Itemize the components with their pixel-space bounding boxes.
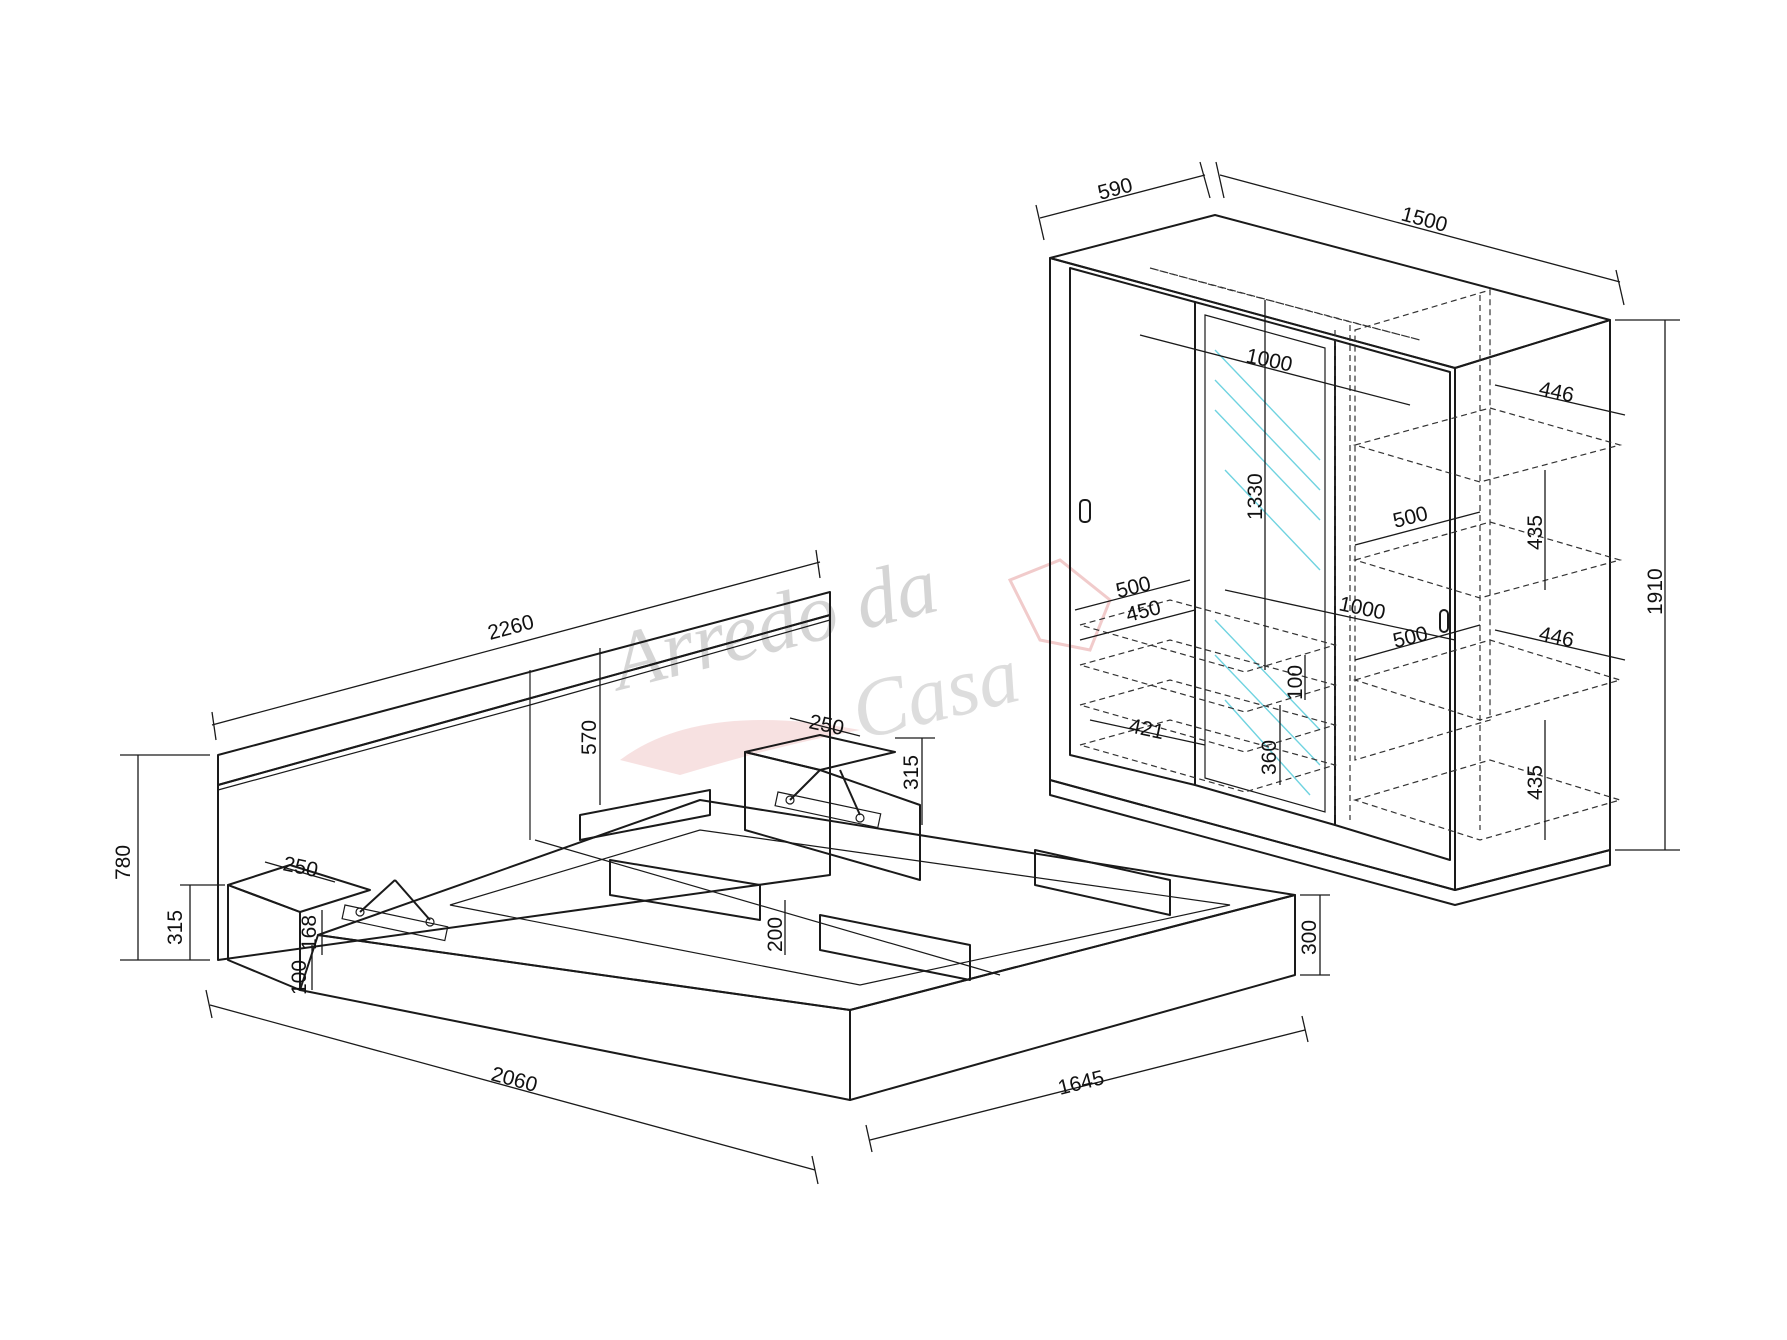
dim-label-168: 168: [298, 915, 321, 950]
dim-label-360: 360: [1258, 740, 1281, 775]
dim-label-200: 200: [764, 917, 787, 952]
dim-label-250-left: 250: [281, 852, 320, 882]
dim-label-1500: 1500: [1399, 203, 1450, 237]
dim-label-315-right: 315: [900, 755, 923, 790]
dim-label-100-wardrobe: 100: [1284, 665, 1307, 700]
dim-drawer-height: 168: [298, 910, 323, 955]
bed-base-side: [849, 894, 1296, 1101]
mirror-reflection: [1214, 349, 1321, 796]
dim-wardrobe-depth: 590: [1035, 161, 1211, 241]
dim-drawer-height-wardrobe: 100: [1284, 655, 1307, 700]
dim-base-length: 2060: [205, 989, 819, 1185]
dim-shelf-width-lower-right: 500: [1354, 622, 1481, 661]
dim-wardrobe-width: 1500: [1215, 161, 1625, 306]
right-nightstand-front: [744, 751, 921, 881]
watermark: Arredo da Casa: [597, 539, 1112, 775]
dim-wardrobe-height: 1910: [1615, 319, 1680, 851]
dim-slat-height: 200: [764, 900, 787, 955]
headboard-back-panel: [217, 614, 831, 961]
dim-drawer-gap: 100: [288, 945, 313, 995]
bed-base-top: [317, 799, 1296, 1011]
bed-slat-3: [1034, 849, 1171, 916]
bed-slat-4: [579, 789, 711, 841]
bed-slat-2: [819, 914, 971, 981]
dim-shelf-spacing-upper: 435: [1524, 470, 1547, 590]
dim-label-1910: 1910: [1644, 568, 1667, 615]
dim-label-100-bed: 100: [288, 960, 311, 995]
bed-center-rail: [534, 839, 1001, 976]
dim-base-width: 1645: [865, 1015, 1309, 1153]
wardrobe-mirror-frame: [1204, 314, 1326, 813]
dim-drawer-block-height: 360: [1258, 705, 1281, 785]
dim-label-500-right: 500: [1391, 502, 1431, 533]
headboard-groove-line-2: [529, 619, 831, 706]
dim-shelf-depth-mid: 446: [1494, 622, 1626, 661]
dim-label-780: 780: [112, 845, 135, 880]
dim-label-421: 421: [1127, 714, 1166, 744]
dim-label-315-left: 315: [164, 910, 187, 945]
dim-label-1000-rail: 1000: [1244, 344, 1294, 376]
dim-right-nightstand-height: 315: [895, 737, 935, 825]
watermark-text-line2: Casa: [842, 628, 1028, 757]
bed-base-front: [299, 934, 851, 1101]
lift-mechanism-right: [774, 769, 882, 829]
bed-slat-1: [609, 859, 761, 921]
dim-headboard-panel-height: 570: [578, 648, 601, 805]
lift-mechanism-left: [341, 879, 449, 942]
wardrobe-plinth: [1049, 779, 1611, 906]
dim-total-height: 780: [112, 754, 210, 961]
dim-label-1000-inner: 1000: [1337, 592, 1387, 624]
dim-left-nightstand-height: 315: [164, 884, 225, 960]
bed-inner-frame: [449, 829, 1231, 986]
dim-shelf-depth-top: 446: [1494, 377, 1626, 416]
dim-shelf-width-right: 500: [1354, 502, 1481, 546]
watermark-house-icon: [1007, 558, 1112, 652]
dim-label-300: 300: [1298, 920, 1321, 955]
dim-label-570: 570: [578, 720, 601, 755]
dim-label-1330: 1330: [1244, 473, 1267, 520]
right-door-handle-icon: [1439, 609, 1449, 633]
wardrobe-interior-dashed: [1077, 267, 1623, 841]
bed-drawing: 2260 780 315 250 168 100 570: [112, 549, 1330, 1185]
dim-label-446-top: 446: [1537, 377, 1576, 407]
watermark-swoosh: [620, 720, 860, 775]
dim-frame-height: 300: [1298, 894, 1330, 976]
headboard-groove-line: [217, 704, 531, 791]
dim-label-450: 450: [1124, 596, 1164, 627]
wardrobe-side: [1454, 319, 1611, 891]
dim-shelf-spacing-lower: 435: [1524, 720, 1547, 840]
dim-label-435-upper: 435: [1524, 515, 1547, 550]
dim-label-590: 590: [1095, 174, 1135, 205]
dim-drawer-width: 421: [1089, 714, 1206, 746]
dim-label-435-lower: 435: [1524, 765, 1547, 800]
wardrobe-drawing: 590 1500 1910 1000 1330 500 450: [1035, 161, 1680, 906]
left-door-handle-icon: [1079, 499, 1091, 523]
dim-label-1645: 1645: [1056, 1066, 1107, 1100]
dim-mirror-height: 1330: [1244, 300, 1267, 670]
dim-label-446-mid: 446: [1537, 622, 1576, 652]
dim-left-nightstand-width: 250: [264, 852, 336, 883]
dim-label-2060: 2060: [489, 1063, 540, 1097]
